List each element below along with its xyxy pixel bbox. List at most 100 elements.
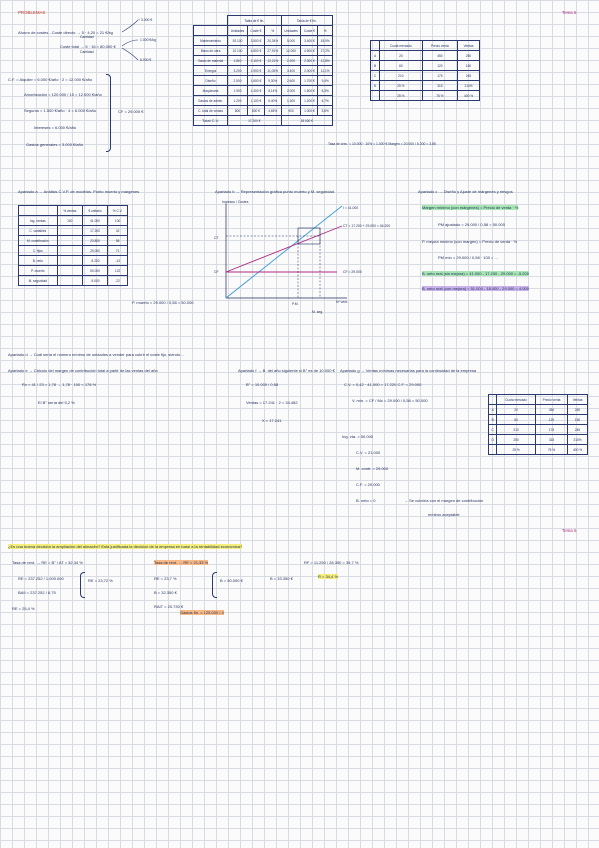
cvp-header-cell — [18, 205, 58, 216]
label-cf-axis: CF — [214, 270, 219, 274]
cost-cell: 20,34% — [263, 35, 282, 46]
bottom-box-3: B = 33.350 € — [270, 576, 293, 581]
cost-cell: 1.600 € — [246, 75, 265, 86]
market2-header-cell — [487, 394, 498, 405]
cost-cell: 6,7% — [317, 95, 333, 106]
cost-cell: 5,6% — [317, 105, 333, 116]
market2-header-cell: Precio venta — [534, 394, 569, 405]
cost-cell: 3.400 — [280, 65, 302, 76]
cvp-cell: 50.000 — [81, 265, 109, 276]
bottom-r3: RF = 11.250 / 28.350 = 39,7 % — [304, 560, 359, 565]
income-line — [225, 205, 343, 299]
bottom-item-6: RAIT = 20.730 € — [154, 604, 184, 609]
chart-title: Apartado b → Representación gráfica punt… — [215, 189, 334, 194]
market2-header-cell: Ventas — [567, 394, 588, 405]
label-ct-axis: CT — [214, 236, 219, 240]
market2-cell: D — [487, 434, 498, 445]
cf-total: CF = 29.000 € — [118, 109, 144, 114]
cost-table: Tabla de € fin. Tabla de € fin. Unidades… — [192, 15, 334, 126]
cost-cell: 1.200 — [227, 95, 248, 106]
cost-cell: 1.500 € — [300, 85, 319, 96]
cvp-cell: M. seguridad — [18, 275, 58, 286]
cost-cell: 1.700 € — [300, 75, 319, 86]
cvp-cell: 100 — [107, 215, 128, 226]
page-header-bottom: Tema 6 — [562, 528, 577, 533]
cvp-cell: 29.000 — [81, 245, 109, 256]
cost-cell: 4.900 € — [300, 45, 319, 56]
cvp-cell: 100 — [56, 215, 83, 226]
tag-2: 1.000 €/kg — [140, 38, 156, 42]
cf-brace — [106, 74, 111, 152]
cost-cell: Gasto de material — [192, 55, 229, 66]
cost-header-cell — [192, 25, 229, 36]
cost-header-cell: Unidades — [280, 25, 302, 36]
market1-footer-cell: 400 % — [457, 90, 480, 101]
label-fixed-cost: CF = 29.000 — [343, 270, 362, 274]
cost-cell: 2.200 — [280, 55, 302, 66]
market1-cell: A — [369, 50, 381, 61]
bottom-brace-2 — [212, 572, 217, 598]
market2-cell: 120 — [534, 414, 569, 425]
cvp-cell: C. fijos — [18, 245, 58, 256]
cost-cell: 2.500 — [227, 75, 248, 86]
market1-cell: 450 — [421, 50, 459, 61]
market1-cell: C — [369, 70, 381, 81]
chart-xlabel: Nº vent. — [336, 300, 348, 304]
market2-cell: 210 — [496, 424, 536, 435]
cost-cell: 2.000 € — [300, 65, 319, 76]
cost-cell: 11,05% — [263, 65, 282, 76]
savings-line-1: Ahorro de costes - Coste directo → 5 · 4… — [18, 30, 113, 35]
cost-cell: 1.100 € — [246, 95, 265, 106]
cost-cell: 1.900 € — [246, 65, 265, 76]
market2-footer-cell: 400 % — [567, 444, 588, 455]
bottom-item-1: RE = 237.252 / 1.000.000 — [18, 576, 64, 581]
market1-cell: 60 — [379, 60, 423, 71]
cost-cell: 12,21% — [263, 55, 282, 66]
cvp-cell — [56, 255, 83, 266]
calc-right-4: C.V. = 21.000 — [356, 450, 381, 455]
cvp-cell: -13 — [107, 255, 128, 266]
calc-mid-3: X = 17.241 — [262, 418, 282, 423]
cost-cell: 8,14% — [263, 85, 282, 96]
market1-cell: B — [369, 60, 381, 71]
calc-left-1: Rv = 41 / 23 = 1,78 → 1,78 · 100 = 178 % — [22, 382, 97, 387]
calc-left-2: El B° sería del 5,2 % — [38, 400, 75, 405]
cvp-cell: P. muerto — [18, 265, 58, 276]
bottom-final: Gastos fin. = 125.000 / 4 — [180, 610, 224, 615]
cost-cell: 3.500 € — [246, 35, 265, 46]
market1-cell: 120 — [421, 60, 459, 71]
cost-header-cell: % — [263, 25, 282, 36]
cvp-row: B. neto-5.200-13 — [18, 255, 128, 266]
calc-right-7: B. neto = 0 — [356, 498, 376, 503]
apartado-g-line: Apartado g → Ventas mínimas necesarias p… — [340, 368, 477, 373]
market2-header-cell: Cuota mercado — [496, 394, 536, 405]
total-cost-line — [225, 225, 343, 273]
cvp-cell: 71 — [107, 245, 128, 256]
cost-cell: 1.300 — [280, 95, 302, 106]
savings-line-2: Coste total → 5 · 16 = 80.000 € — [60, 44, 116, 49]
bottom-item-4: B = 32.350 € — [154, 590, 177, 595]
cost-cell: 800 € — [246, 105, 265, 116]
calc-right-note: mínimo aceptable — [428, 512, 460, 517]
cost-cell: 27,2% — [317, 45, 333, 56]
cost-cell: Maquinaria — [192, 85, 229, 96]
cf-line-4: Intereses = 6.000 €/año — [34, 125, 77, 130]
market2-cell: 150 — [567, 414, 588, 425]
apc-item-1: Margen mínimo (con márgenes) = Precio de… — [422, 205, 519, 210]
cost-cell: 800 — [227, 105, 248, 116]
market1-header-cell: Precio venta — [421, 40, 459, 51]
cf-line-5: Gastos generales = 3.000 €/año — [26, 142, 84, 147]
market1-cell: 25 % — [379, 80, 423, 91]
market2-cell: 250 — [567, 404, 588, 415]
market1-cell: 250 — [457, 50, 480, 61]
cvp-cell: 122 — [107, 265, 128, 276]
bottom-brace-1 — [80, 572, 85, 598]
cost-cell: 5.000 — [280, 35, 302, 46]
cvp-header-cell: % C.V. — [107, 205, 128, 216]
market2-cell: 315 — [534, 434, 569, 445]
cost-header-cell: Unidades — [227, 25, 248, 36]
